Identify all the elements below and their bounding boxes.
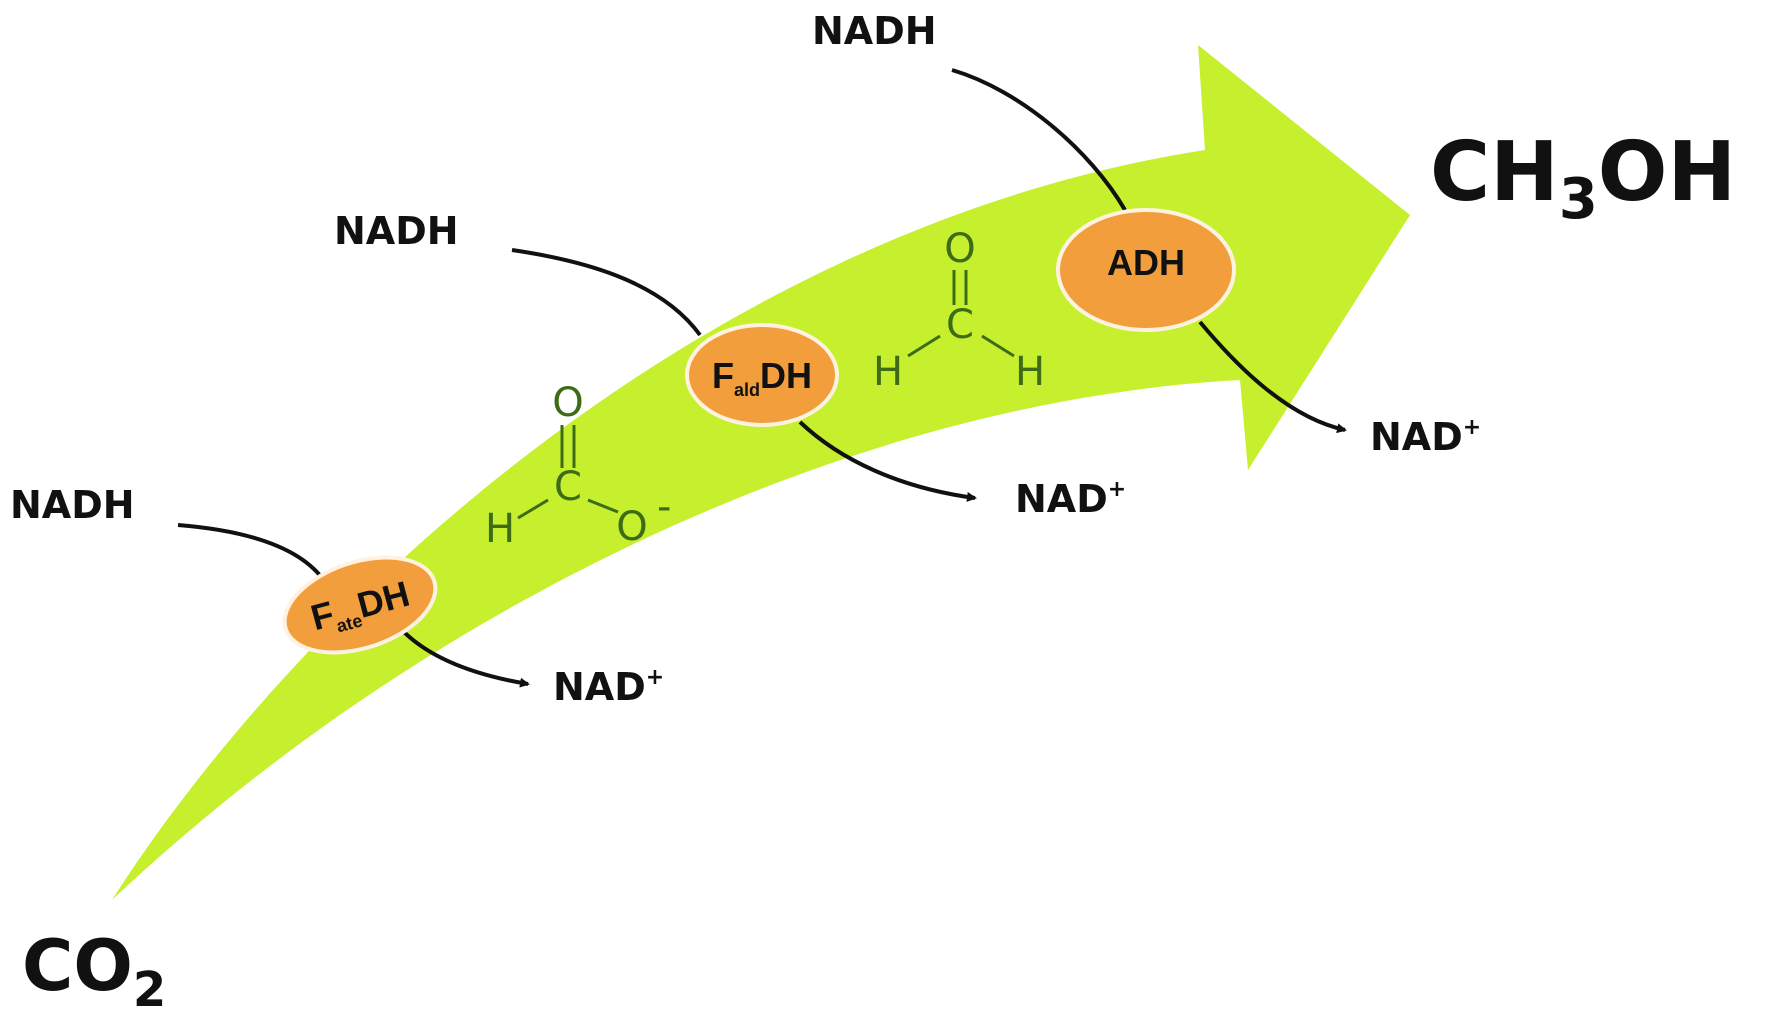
formaldehyde-h-left: H (873, 349, 903, 395)
formate-charge: - (657, 484, 671, 530)
step-3: NADH NAD+ ADH (812, 9, 1481, 459)
formaldehyde-structure: O C H H (873, 226, 1045, 395)
formaldehyde-h-right: H (1015, 349, 1045, 395)
product-main-1: CH (1430, 125, 1559, 220)
falddh-subscript: ald (734, 380, 760, 400)
enzyme-adh-label: ADH (1107, 242, 1185, 283)
step-2: NADH NAD+ FaldDH (334, 209, 1126, 521)
step3-nad-label: NAD+ (1370, 415, 1481, 459)
enzyme-falddh (685, 323, 839, 427)
enzyme-fatedh (282, 555, 438, 655)
step1-nad-superscript: + (646, 665, 664, 690)
step2-nad-output-arrow (798, 420, 977, 502)
formaldehyde-o-top: O (944, 226, 975, 272)
formaldehyde-c: C (946, 302, 974, 348)
formate-h: H (485, 506, 515, 552)
enzyme-falddh-label: FaldDH (712, 355, 812, 400)
product-methanol-label: CH3OH (1430, 125, 1736, 232)
formate-structure: O C H O - (485, 380, 671, 552)
substrate-co2-label: CO2 (22, 925, 166, 1018)
formate-o-top: O (552, 380, 583, 426)
step1-nad-output-arrow (398, 626, 530, 688)
substrate-main: CO (22, 925, 133, 1007)
step2-nadh-input-line (511, 248, 702, 337)
svg-text:CH3OH: CH3OH (1430, 125, 1736, 232)
step1-nadh-label: NADH (10, 483, 135, 527)
step3-nadh-label: NADH (812, 9, 937, 53)
product-main-2: OH (1598, 125, 1736, 220)
formate-o-minus: O (616, 504, 647, 550)
step1-nadh-input-line (177, 523, 327, 584)
step2-nad-superscript: + (1108, 477, 1126, 502)
step1-nad-text: NAD (553, 665, 646, 709)
svg-text:CO2: CO2 (22, 925, 166, 1018)
reaction-pathway-arrow (112, 45, 1410, 900)
step2-nadh-label: NADH (334, 209, 459, 253)
step1-nad-label: NAD+ (553, 665, 664, 709)
step3-nad-superscript: + (1463, 415, 1481, 440)
step2-nad-text: NAD (1015, 477, 1108, 521)
step3-nadh-input-line (951, 68, 1127, 212)
adh-suffix: ADH (1107, 242, 1185, 283)
step3-nad-text: NAD (1370, 415, 1463, 459)
product-subscript: 3 (1559, 167, 1598, 232)
step-1: NADH NAD+ FateDH (10, 483, 664, 709)
falddh-prefix: F (712, 355, 734, 396)
step2-nad-label: NAD+ (1015, 477, 1126, 521)
substrate-subscript: 2 (133, 962, 166, 1018)
step3-nad-output-arrow (1198, 320, 1347, 434)
falddh-suffix: DH (760, 355, 812, 396)
formate-c: C (554, 464, 582, 510)
enzyme-adh (1056, 208, 1236, 332)
